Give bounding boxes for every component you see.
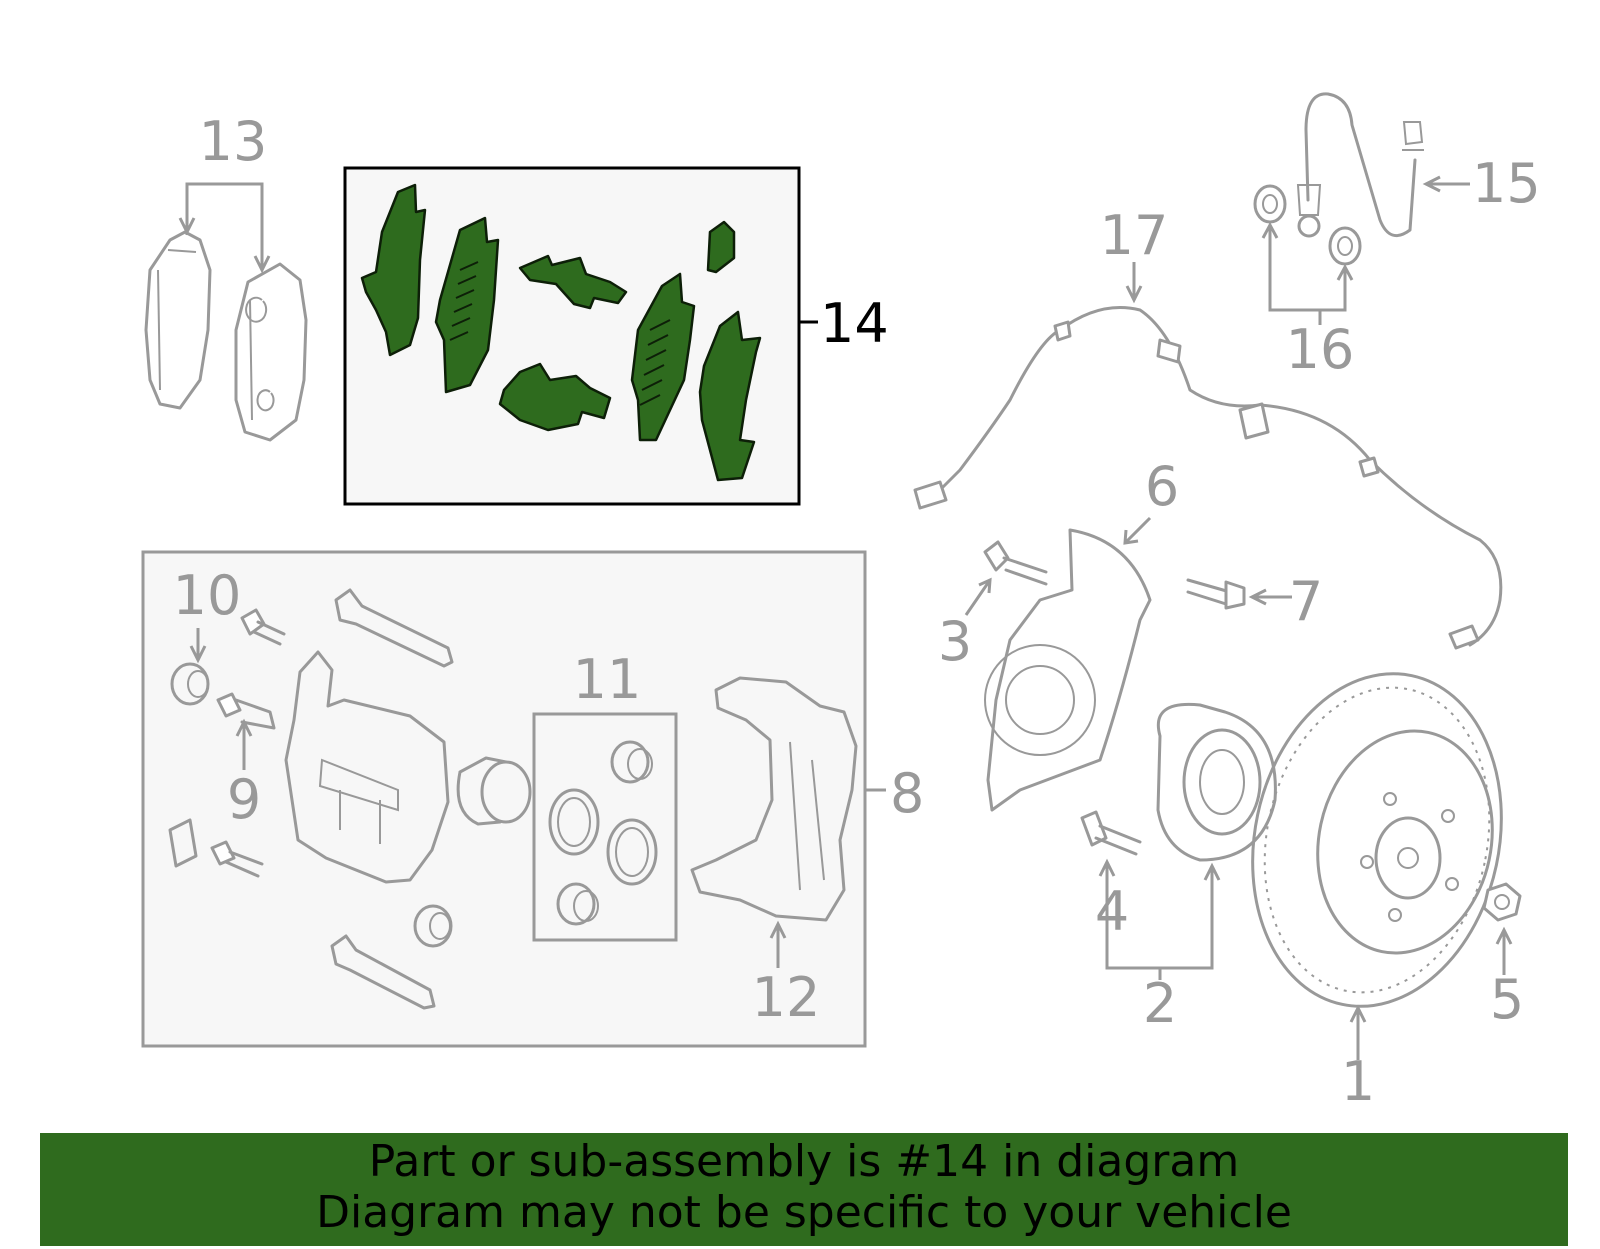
- clip-icon: [518, 254, 628, 310]
- part-4-wheel-stud[interactable]: [1080, 810, 1142, 856]
- callout-13: 13: [199, 110, 268, 173]
- leader-13: [178, 182, 271, 274]
- part-13-brake-pads[interactable]: [144, 230, 308, 442]
- banner-line-disclaimer: Diagram may not be specific to your vehi…: [316, 1187, 1292, 1238]
- shim-icon: [360, 183, 427, 357]
- callout-7: 7: [1289, 570, 1323, 633]
- callout-17: 17: [1100, 204, 1169, 267]
- leader-3: [964, 577, 992, 616]
- shim-icon: [434, 216, 500, 394]
- part-15-brake-hose[interactable]: [1296, 92, 1424, 238]
- part-caliper-housing[interactable]: [284, 650, 450, 884]
- leader-9: [235, 718, 253, 770]
- leader-6: [1123, 516, 1152, 545]
- plate-icon: [706, 220, 736, 274]
- part-6-dust-shield[interactable]: [984, 528, 1152, 812]
- shim-icon: [630, 272, 696, 442]
- callout-12: 12: [752, 966, 821, 1029]
- callout-5: 5: [1490, 968, 1524, 1031]
- part-7-bolt[interactable]: [1186, 578, 1246, 610]
- callout-3: 3: [938, 610, 972, 673]
- part-10-guide-bolt[interactable]: [170, 608, 286, 706]
- callout-14: 14: [820, 292, 889, 355]
- callout-2: 2: [1143, 972, 1177, 1035]
- part-9-bleeder-screw[interactable]: [216, 692, 276, 730]
- leader-2-4: [1098, 858, 1221, 980]
- leader-17: [1125, 262, 1143, 304]
- callout-6: 6: [1145, 455, 1179, 518]
- leader-15-16: [1261, 175, 1470, 325]
- callout-8: 8: [890, 762, 924, 825]
- part-11-seal-kit-box[interactable]: [532, 712, 678, 942]
- leader-10: [189, 628, 207, 664]
- shim-icon: [698, 310, 762, 482]
- part-5-lug-nut[interactable]: [1482, 882, 1522, 922]
- banner-line-part-number: Part or sub-assembly is #14 in diagram: [368, 1136, 1240, 1187]
- part-14-pad-hardware-kit[interactable]: [343, 166, 801, 506]
- callout-9: 9: [227, 768, 261, 831]
- clip-icon: [498, 362, 612, 432]
- part-1-brake-rotor[interactable]: [1223, 650, 1532, 1029]
- leader-12: [769, 920, 787, 968]
- part-2-hub-bearing[interactable]: [1156, 702, 1277, 862]
- part-12-caliper-bracket[interactable]: [690, 676, 858, 922]
- callout-4: 4: [1095, 880, 1129, 943]
- leader-7: [1248, 588, 1292, 606]
- part-17-abs-sensor[interactable]: [913, 306, 1503, 650]
- leader-5: [1495, 926, 1513, 975]
- callout-11: 11: [573, 648, 642, 711]
- part-piston[interactable]: [456, 756, 532, 826]
- info-banner: Part or sub-assembly is #14 in diagram D…: [40, 1133, 1568, 1246]
- callout-16: 16: [1286, 318, 1355, 381]
- part-guide-pins[interactable]: [168, 588, 454, 1010]
- part-11-seals[interactable]: [548, 740, 658, 926]
- leader-1: [1349, 1004, 1367, 1060]
- callout-1: 1: [1341, 1050, 1375, 1113]
- part-3-bolt[interactable]: [983, 540, 1048, 586]
- callout-15: 15: [1472, 152, 1541, 215]
- callout-10: 10: [173, 564, 242, 627]
- part-8-caliper-assembly-box[interactable]: [141, 550, 867, 1048]
